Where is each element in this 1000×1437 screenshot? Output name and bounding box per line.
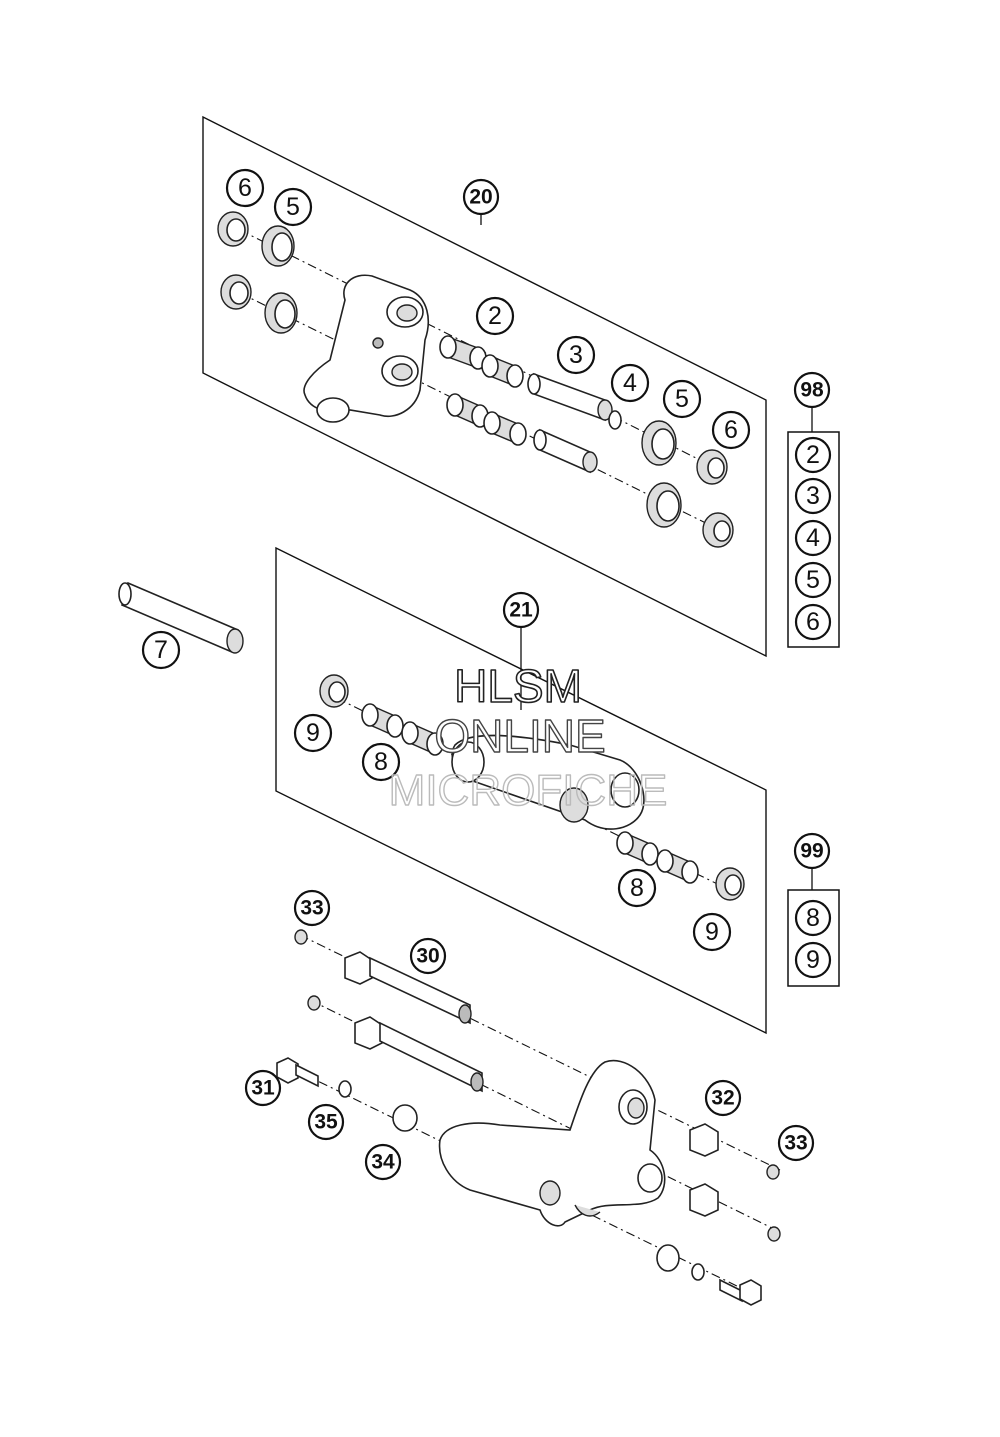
nut-part xyxy=(689,1123,719,1217)
sleeve-part xyxy=(527,372,613,474)
callout-6: 6 xyxy=(711,410,751,450)
bolt-part xyxy=(719,1278,762,1306)
svg-text:4: 4 xyxy=(806,524,820,552)
kit-item: 8 xyxy=(794,899,832,937)
svg-text:7: 7 xyxy=(154,636,168,664)
deflection-lever-part xyxy=(438,1059,666,1227)
svg-text:2: 2 xyxy=(806,441,820,469)
bolt-part xyxy=(276,1057,319,1088)
washer-part xyxy=(691,1263,705,1281)
callout-30: 30 xyxy=(409,937,447,975)
screw-part xyxy=(294,929,781,1242)
watermark: HLSM ONLINE MICROFICHE xyxy=(388,659,668,816)
callout-9: 9 xyxy=(293,713,333,753)
svg-text:30: 30 xyxy=(416,945,439,968)
callout-2: 2 xyxy=(475,296,515,336)
svg-text:2: 2 xyxy=(488,302,502,330)
kit-item: 2 xyxy=(794,436,832,474)
svg-text:4: 4 xyxy=(623,369,637,397)
svg-text:9: 9 xyxy=(705,918,719,946)
svg-text:31: 31 xyxy=(251,1077,275,1100)
seal-ring-part xyxy=(696,449,734,548)
callout-9: 9 xyxy=(692,912,732,952)
svg-text:8: 8 xyxy=(630,874,644,902)
svg-text:34: 34 xyxy=(371,1151,395,1174)
svg-text:21: 21 xyxy=(509,599,533,622)
svg-text:33: 33 xyxy=(784,1132,807,1155)
kit-99-items: 8 9 xyxy=(794,899,832,979)
kit-item: 9 xyxy=(794,941,832,979)
washer-part xyxy=(608,410,622,430)
svg-text:33: 33 xyxy=(300,897,323,920)
callout-7: 7 xyxy=(141,630,181,670)
callout-32: 32 xyxy=(704,1079,742,1117)
needle-bearing-part xyxy=(361,703,699,884)
callout-6: 6 xyxy=(225,168,265,208)
kit-item: 6 xyxy=(794,603,832,641)
needle-bearing-part xyxy=(439,335,527,446)
svg-text:ONLINE: ONLINE xyxy=(434,710,605,762)
callout-99: 99 xyxy=(793,832,831,870)
svg-text:9: 9 xyxy=(806,946,820,974)
connecting-rod-part xyxy=(451,734,645,830)
callout-8: 8 xyxy=(361,742,401,782)
bushing-ring-part xyxy=(641,420,682,528)
callout-98: 98 xyxy=(793,371,831,409)
svg-text:HLSM: HLSM xyxy=(454,660,582,712)
callout-31: 31 xyxy=(244,1069,282,1107)
callout-5: 5 xyxy=(662,379,702,419)
svg-text:MICROFICHE: MICROFICHE xyxy=(389,766,668,815)
callout-3: 3 xyxy=(556,335,596,375)
callout-5: 5 xyxy=(273,187,313,227)
callout-34: 34 xyxy=(364,1143,402,1181)
pin-part xyxy=(118,581,244,654)
svg-text:8: 8 xyxy=(806,904,820,932)
kit-98-items: 2 3 4 5 6 xyxy=(794,436,832,641)
svg-text:32: 32 xyxy=(711,1087,734,1110)
kit-item: 4 xyxy=(794,519,832,557)
svg-text:6: 6 xyxy=(238,174,252,202)
svg-text:5: 5 xyxy=(806,566,820,594)
svg-text:3: 3 xyxy=(569,341,583,369)
seal-ring-part xyxy=(319,674,745,901)
bolt-part xyxy=(344,951,484,1093)
svg-text:8: 8 xyxy=(374,748,388,776)
kit-item: 5 xyxy=(794,561,832,599)
kit-item: 3 xyxy=(794,477,832,515)
bushing-ring-part xyxy=(261,225,298,334)
washer-part xyxy=(338,1080,352,1098)
callout-33: 33 xyxy=(777,1124,815,1162)
callout-21: 21 xyxy=(502,591,540,629)
svg-text:99: 99 xyxy=(800,840,823,863)
panel-linkage-lever xyxy=(202,115,767,658)
callout-20: 20 xyxy=(462,178,500,216)
svg-text:5: 5 xyxy=(286,193,300,221)
svg-text:9: 9 xyxy=(306,719,320,747)
svg-text:98: 98 xyxy=(800,379,824,402)
callout-35: 35 xyxy=(307,1103,345,1141)
svg-text:6: 6 xyxy=(806,608,820,636)
svg-text:35: 35 xyxy=(314,1111,338,1134)
svg-text:6: 6 xyxy=(724,416,738,444)
svg-text:20: 20 xyxy=(469,186,492,209)
washer-part xyxy=(392,1104,418,1132)
seal-ring-part xyxy=(217,211,252,310)
callout-33: 33 xyxy=(293,889,331,927)
washer-part xyxy=(656,1244,680,1272)
callout-4: 4 xyxy=(610,363,650,403)
callout-8: 8 xyxy=(617,868,657,908)
linkage-lever-part xyxy=(303,274,429,423)
svg-text:5: 5 xyxy=(675,385,689,413)
svg-text:3: 3 xyxy=(806,482,820,510)
